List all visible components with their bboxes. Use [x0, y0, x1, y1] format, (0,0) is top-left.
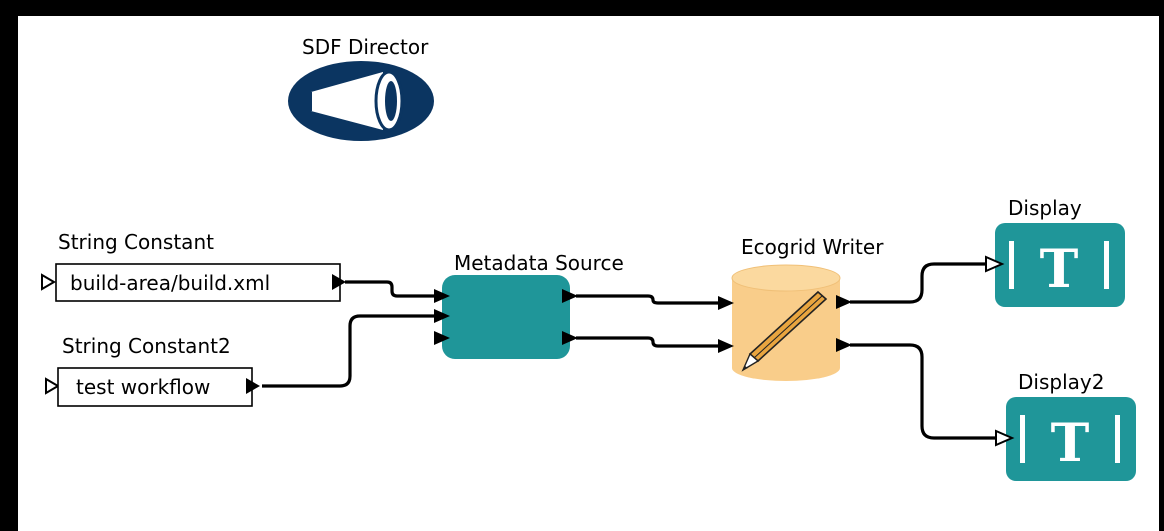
display-bar-right	[1104, 241, 1109, 289]
director-label: SDF Director	[302, 35, 429, 59]
string-constant2-output-port[interactable]	[246, 378, 260, 394]
ecogrid-output-port-2[interactable]	[836, 338, 852, 352]
display-bar-left	[1009, 241, 1014, 289]
metadata-output-port-1[interactable]	[562, 289, 578, 303]
string-constant-actor[interactable]: String Constant build-area/build.xml	[41, 230, 346, 302]
pencil-icon	[741, 290, 828, 372]
sdf-director[interactable]: SDF Director	[288, 35, 434, 141]
string-constant-output-port[interactable]	[332, 274, 346, 290]
display-input-port[interactable]	[985, 255, 1005, 273]
connections	[262, 262, 996, 440]
string-constant2-input-port[interactable]	[45, 377, 60, 395]
display2-text-icon: T	[1051, 413, 1090, 474]
display-text-icon: T	[1040, 239, 1079, 300]
ecogrid-input-port-1[interactable]	[718, 296, 734, 310]
metadata-input-port-3[interactable]	[434, 331, 450, 345]
wire-string-constant-to-metadata[interactable]	[345, 280, 436, 298]
wire-metadata-to-ecogrid-top[interactable]	[576, 294, 720, 305]
wire-metadata-to-ecogrid-bottom[interactable]	[576, 336, 720, 348]
ecogrid-writer-actor[interactable]: Ecogrid Writer	[718, 235, 884, 381]
display-actor[interactable]: Display T	[985, 196, 1125, 307]
wire-ecogrid-to-display[interactable]	[850, 262, 986, 304]
display2-bar-right	[1115, 415, 1120, 463]
string-constant2-value: test workflow	[76, 375, 210, 399]
director-icon	[288, 61, 434, 141]
metadata-source-actor[interactable]: Metadata Source	[434, 251, 624, 359]
ecogrid-writer-title: Ecogrid Writer	[741, 235, 884, 259]
string-constant-input-port[interactable]	[41, 273, 56, 291]
display2-actor[interactable]: Display2 T	[995, 370, 1136, 481]
metadata-output-port-2[interactable]	[562, 331, 578, 345]
ecogrid-input-port-2[interactable]	[718, 339, 734, 353]
string-constant-value: build-area/build.xml	[70, 271, 270, 295]
display-title: Display	[1008, 196, 1082, 220]
ecogrid-output-port-1[interactable]	[836, 295, 852, 309]
display2-input-port[interactable]	[995, 429, 1015, 447]
display2-title: Display2	[1018, 370, 1104, 394]
metadata-input-port-1[interactable]	[434, 289, 450, 303]
string-constant2-actor[interactable]: String Constant2 test workflow	[45, 334, 260, 407]
wire-string-constant2-to-metadata[interactable]	[262, 314, 436, 388]
display2-bar-left	[1020, 415, 1025, 463]
metadata-input-port-2[interactable]	[434, 309, 450, 323]
string-constant-title: String Constant	[58, 230, 214, 254]
wire-ecogrid-to-display2[interactable]	[850, 343, 996, 440]
string-constant2-title: String Constant2	[62, 334, 231, 358]
metadata-source-title: Metadata Source	[454, 251, 624, 275]
